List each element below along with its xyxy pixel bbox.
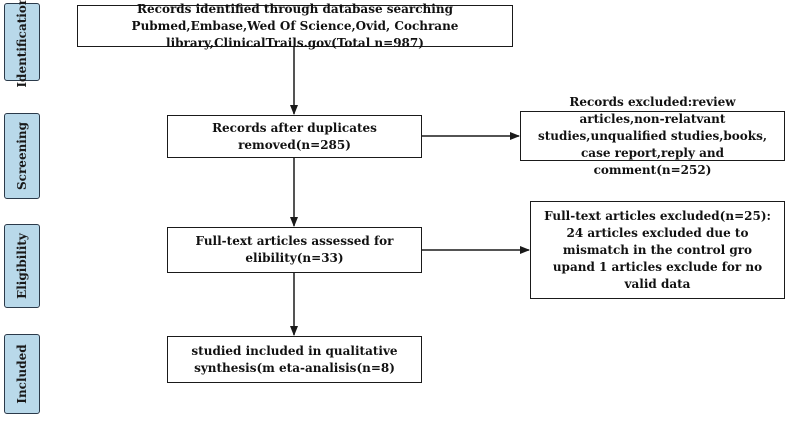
fulltext-assessed-box: Full-text articles assessed for elibilit… xyxy=(167,227,422,273)
stage-eligibility: Eligibility xyxy=(4,224,40,308)
included-studies-box: studied included in qualitative synthesi… xyxy=(167,336,422,383)
stage-screening: Screening xyxy=(4,113,40,199)
records-after-duplicates-box: Records after duplicates removed(n=285) xyxy=(167,115,422,158)
stage-included: Included xyxy=(4,334,40,414)
fulltext-excluded-box: Full-text articles excluded(n=25): 24 ar… xyxy=(530,201,785,299)
stage-identification: Identification xyxy=(4,0,40,88)
records-identified-box: Records identified through database sear… xyxy=(77,2,513,50)
